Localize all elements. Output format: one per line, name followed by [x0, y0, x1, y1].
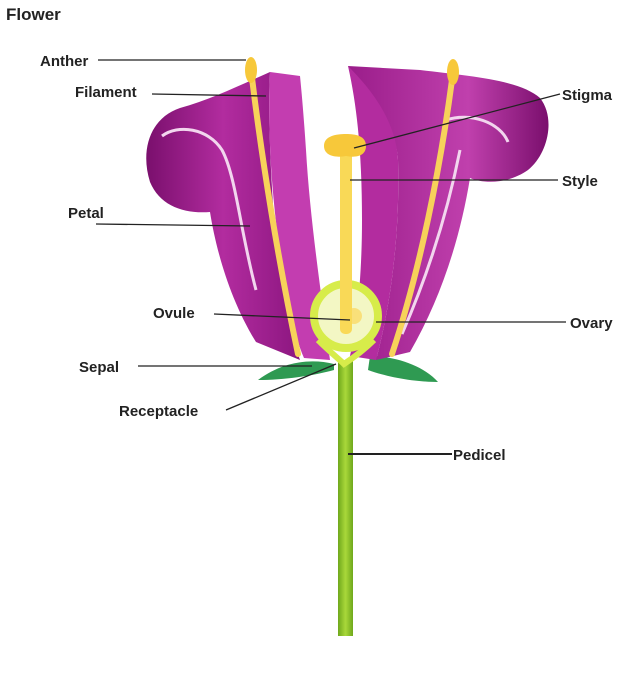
leader-receptacle — [225, 363, 337, 411]
anther-left — [245, 57, 257, 83]
label-ovary: Ovary — [570, 315, 613, 332]
label-stigma: Stigma — [562, 87, 613, 104]
label-pedicel: Pedicel — [453, 447, 506, 464]
label-petal: Petal — [68, 205, 104, 222]
label-sepal: Sepal — [79, 359, 119, 376]
pedicel-stem — [338, 360, 353, 636]
label-receptacle: Receptacle — [119, 403, 198, 420]
label-ovule: Ovule — [153, 305, 195, 322]
leader-stigma — [353, 93, 561, 149]
label-style: Style — [562, 173, 598, 190]
receptacle — [315, 337, 377, 368]
sepal-left — [258, 361, 334, 380]
sepal-right — [368, 356, 438, 382]
diagram-title: Flower — [6, 5, 61, 24]
anther-right — [447, 59, 459, 85]
style — [340, 146, 352, 334]
stigma — [324, 134, 366, 157]
leader-ovule — [213, 313, 351, 321]
leader-petal — [95, 223, 251, 227]
label-anther: Anther — [40, 53, 88, 70]
leader-filament — [151, 93, 267, 97]
filament-right — [389, 77, 455, 357]
label-filament: Filament — [75, 84, 137, 101]
